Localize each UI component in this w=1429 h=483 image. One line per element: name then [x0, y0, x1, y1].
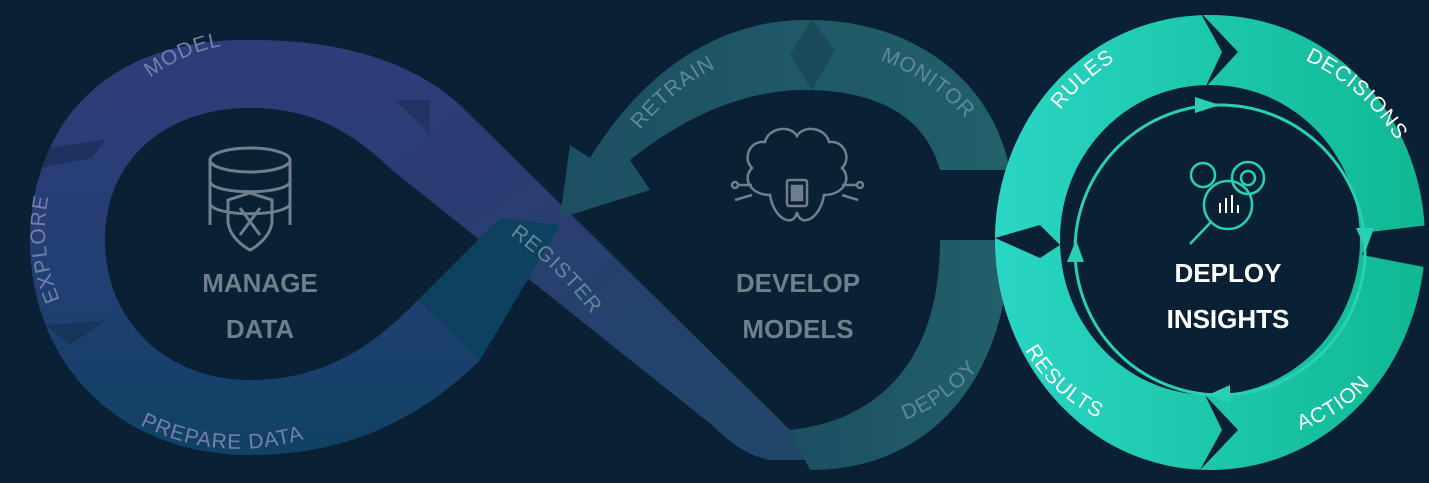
gears-magnifier-icon: [1189, 160, 1266, 245]
cycle-arrow-right-icon: [1356, 228, 1374, 250]
deploy-inner-cycle: [1073, 103, 1367, 397]
develop-models-title-line2: MODELS: [742, 314, 853, 344]
develop-models-ring: [560, 19, 1010, 470]
cycle-arrow-left-icon: [1067, 240, 1084, 262]
manage-data-title-line1: MANAGE: [202, 268, 318, 298]
cycle-arrow-bottom-icon: [1208, 385, 1230, 403]
manage-data-title-line2: DATA: [226, 314, 295, 344]
register-band: [392, 105, 850, 460]
manage-data-ring: [29, 39, 480, 455]
deploy-insights-title-line1: DEPLOY: [1175, 258, 1282, 288]
database-shield-icon: [208, 146, 292, 252]
brain-chip-icon: [730, 127, 865, 222]
cycle-arrow-top-icon: [1195, 97, 1220, 113]
deploy-insights-title-line2: INSIGHTS: [1167, 304, 1290, 334]
develop-models-title-line1: DEVELOP: [736, 268, 860, 298]
